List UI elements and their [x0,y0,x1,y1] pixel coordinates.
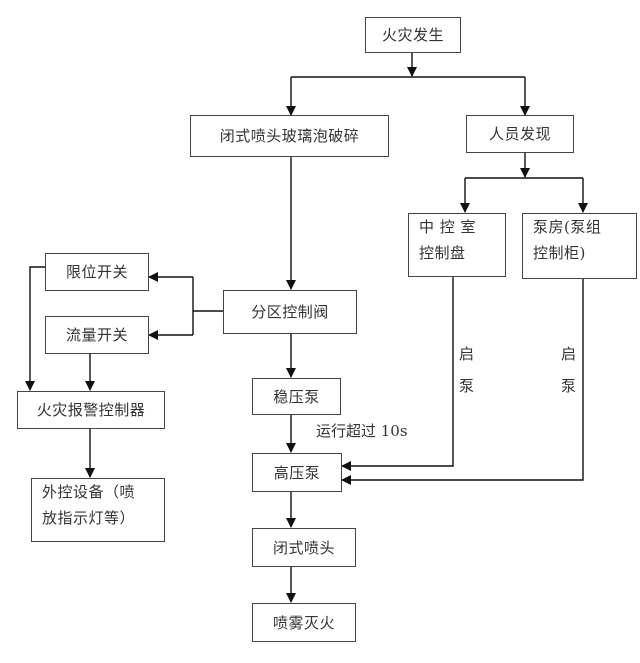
label-start-pump-1a: 启 [459,345,475,363]
node-jockey-pump-label: 稳压泵 [273,387,320,406]
node-pump-room: 泵房(泵组 控制柜) [522,213,637,279]
node-external-line1: 外控设备（喷 [42,483,136,501]
node-closed-nozzle-label: 闭式喷头 [272,538,335,557]
label-run-over-10s: 运行超过 10s [316,422,408,440]
label-start-pump-2b: 泵 [561,377,577,395]
node-flow-switch: 流量开关 [45,316,149,354]
node-flow-switch-label: 流量开关 [65,326,128,344]
label-start-pump-2a: 启 [561,345,577,363]
node-central-panel: 中 控 室 控制盘 [408,213,506,277]
node-external-line2: 放指示灯等） [42,509,136,527]
node-limit-switch: 限位开关 [45,253,149,291]
arrow-pumproom-to-highpump [341,278,584,485]
arrow-central-to-highpump [341,276,454,471]
node-fire-occurs: 火灾发生 [365,17,461,53]
label-start-pump-2: 启 泵 [561,338,579,402]
node-bulb-break-label: 闭式喷头玻璃泡破碎 [219,127,360,145]
node-alarm-controller-label: 火灾报警控制器 [36,401,146,419]
node-central-panel-line2: 控制盘 [419,244,466,262]
arrow-limit-to-alarm [25,266,45,391]
node-alarm-controller: 火灾报警控制器 [17,391,165,429]
node-central-panel-line1: 中 控 室 [419,218,477,236]
node-closed-nozzle: 闭式喷头 [252,528,356,567]
node-external-equipment: 外控设备（喷 放指示灯等） [31,478,165,542]
node-high-pressure-pump-label: 高压泵 [273,463,321,482]
node-fire-occurs-label: 火灾发生 [381,26,444,44]
node-spray-extinguish: 喷雾灭火 [252,603,356,642]
node-pump-room-line2: 控制柜) [533,244,586,262]
label-start-pump-1: 启 泵 [459,338,477,402]
node-high-pressure-pump: 高压泵 [252,453,342,492]
node-person-found-label: 人员发现 [488,125,551,143]
node-bulb-break: 闭式喷头玻璃泡破碎 [190,115,389,157]
node-spray-extinguish-label: 喷雾灭火 [272,613,335,632]
node-zone-valve: 分区控制阀 [223,290,357,334]
node-limit-switch-label: 限位开关 [65,263,128,281]
label-start-pump-1b: 泵 [459,377,475,395]
node-jockey-pump: 稳压泵 [252,378,341,415]
node-person-found: 人员发现 [466,115,574,153]
node-pump-room-line1: 泵房(泵组 [533,218,602,236]
node-zone-valve-label: 分区控制阀 [251,303,329,321]
